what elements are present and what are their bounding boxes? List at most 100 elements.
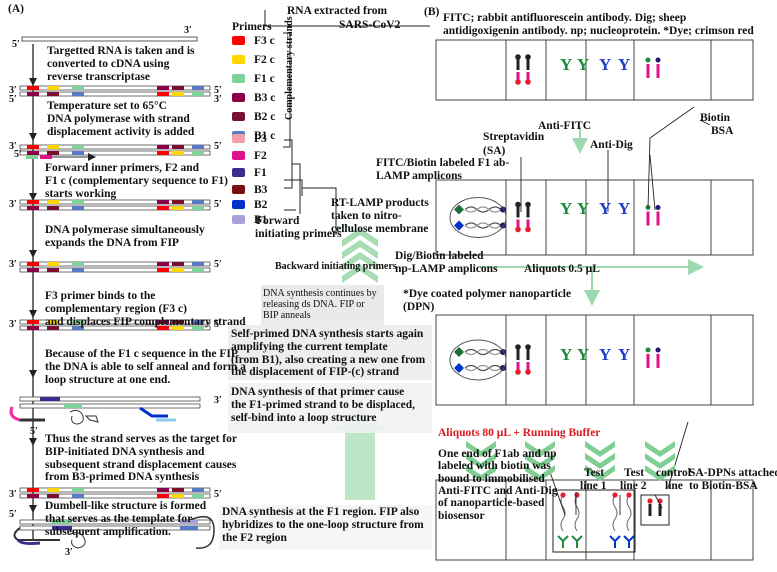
biotin-stem [516, 72, 520, 82]
three-prime-mark-6: 3′ [9, 199, 17, 210]
strand-segment [192, 200, 204, 204]
rna-title-line2: SARS-CoV2 [339, 19, 401, 31]
five-prime-mark-2: 5′ [214, 85, 222, 96]
chevron-up [342, 228, 378, 247]
dpn-stem [526, 348, 530, 360]
aliquot-arrows [480, 127, 704, 306]
strand-segment [157, 206, 169, 210]
strand-segment [27, 151, 39, 155]
one-end-line-3: Anti-FITC and Anti-Dig [438, 484, 558, 497]
dye-dot [626, 492, 632, 498]
dpn-dot [515, 54, 521, 60]
strand-segment [47, 326, 59, 330]
step-s3-line-0: Forward inner primers, F2 and [45, 162, 200, 174]
backward-primer-label-1: B2 [254, 199, 268, 211]
step-s7-line-3: from B3-primed DNA synthesis [45, 471, 200, 484]
running-buffer-chevrons [466, 441, 675, 481]
step-s8-line-1: that serves as the template for [45, 512, 193, 525]
primer-swatch [232, 185, 245, 194]
strand-segment [157, 92, 169, 96]
dna-strand [19, 319, 211, 325]
primer-swatch [232, 151, 245, 160]
strand-segment [172, 488, 184, 492]
chevron-down [466, 441, 496, 457]
biotin-stem [516, 362, 520, 372]
dpn-line1: *Dye coated polymer nanoparticle [403, 288, 572, 300]
antibody-y [557, 535, 569, 548]
primer-swatch [232, 215, 245, 224]
strand-segment [192, 262, 204, 266]
antibody-y-11: Y [618, 345, 631, 364]
dye-dot [525, 369, 531, 375]
anti-fitc-label: Anti-FITC [538, 120, 592, 132]
strand-segment [47, 268, 59, 272]
antibody-y [571, 535, 583, 548]
five-prime-mark-8: 5′ [214, 319, 222, 330]
three-prime-mark-11: 3′ [65, 547, 73, 558]
biotin-bsa [646, 211, 650, 226]
step-s3-line-2: starts working [45, 187, 117, 200]
dig-biotin-line2: np-LAMP amplicons [395, 263, 498, 275]
biotin-bsa [656, 354, 660, 368]
step-s4-line-1: expands the DNA from FIP [45, 236, 179, 249]
amplicon-circle [449, 339, 507, 381]
bound-amplicon [560, 494, 566, 532]
strand-segment [72, 206, 84, 210]
note-n1-line-2: BIP anneals [263, 310, 311, 321]
step-s1-line-0: Targetted RNA is taken and is [47, 45, 195, 57]
dpn-line2: (DPN) [403, 301, 435, 313]
bsa-dot [645, 57, 651, 63]
rt-lamp-line1: RT-LAMP products [331, 197, 429, 209]
strand-segment [27, 145, 39, 149]
strand-segment [192, 320, 204, 324]
dna-strand [19, 91, 211, 97]
five-prime-mark-9: 5′ [30, 426, 38, 437]
dna-strand [19, 144, 211, 150]
step-s7-line-0: Thus the strand serves as the target for [45, 433, 237, 445]
dye-dot [525, 226, 531, 233]
note-n2-line-1: amplifying the current template [231, 340, 388, 353]
dpn-dot [525, 54, 531, 60]
step-s2-line-2: displacement activity is added [47, 125, 195, 138]
aliquots-80-label: Aliquots 80 µL + Running Buffer [438, 427, 601, 439]
three-prime-mark-10: 3′ [9, 489, 17, 500]
primer-label-1: F2 c [254, 54, 275, 66]
step-s6-line-1: the DNA is able to self anneal and form … [45, 360, 246, 373]
bound-amplicon [612, 494, 618, 532]
label-diamond [454, 347, 464, 357]
amplicon-helix [464, 364, 502, 372]
strand-segment [157, 326, 169, 330]
primer-swatch [232, 112, 245, 121]
dpn-dot [515, 201, 521, 208]
strand-segment [27, 326, 39, 330]
strand-segment [27, 488, 39, 492]
strand-segment [192, 86, 204, 90]
amplicon-helix [464, 348, 502, 356]
antibody-y-4: Y [560, 199, 573, 218]
bsa-label: BSA [711, 125, 734, 137]
sa-dpns-line2: to Biotin-BSA [689, 480, 758, 492]
three-prime-mark: 3′ [184, 25, 192, 36]
dpn-stem [526, 205, 530, 218]
backward-initiating-label: Backward initiating primers [275, 261, 397, 272]
strand-segment [47, 206, 59, 210]
strip [435, 39, 754, 101]
dye-dot [515, 369, 521, 375]
five-prime-mark: 5′ [12, 39, 20, 50]
three-prime-mark-9: 3′ [214, 395, 222, 406]
note-n1-line-1: releasing ds DNA. FIP or [263, 299, 365, 310]
bound-amplicon [574, 494, 580, 532]
strand-segment [157, 145, 169, 149]
mid-note-box-3 [228, 383, 432, 433]
dumbbell-structure [13, 515, 215, 549]
chevron-down [645, 453, 675, 469]
step-s6-line-0: Because of the F1 c sequence in the FIP [45, 348, 238, 360]
bsa-dot [645, 347, 651, 353]
dna-strand [19, 261, 211, 267]
strand-segment [172, 494, 184, 498]
strand-segment [27, 268, 39, 272]
biotin-stem [526, 362, 530, 372]
forward-primer-label-0: F3 [254, 133, 267, 145]
dpn-dot [525, 201, 531, 208]
